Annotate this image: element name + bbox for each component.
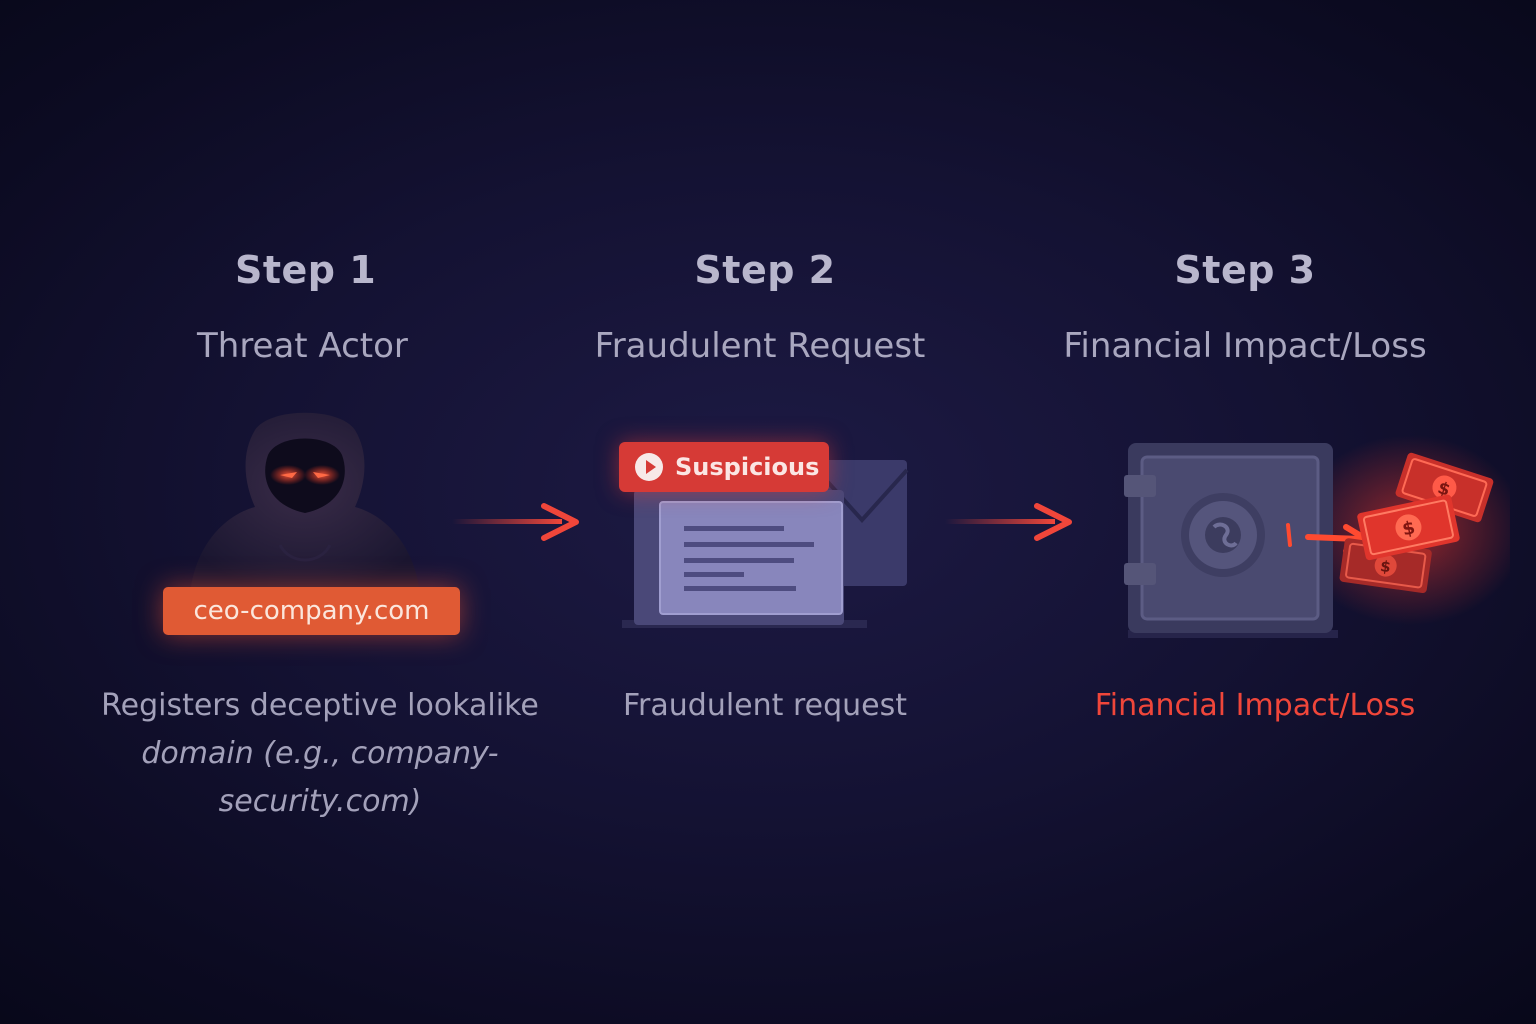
step-1-description-line1: Registers deceptive lookalike	[101, 688, 539, 723]
step-1-column: Step 1 Threat Actor Registers deceptive …	[40, 0, 560, 1024]
step-3-title: Financial Impact/Loss	[1063, 326, 1427, 366]
svg-text:$: $	[1400, 517, 1417, 540]
email-document-icon	[622, 460, 909, 628]
step-2-description: Fraudulent request	[622, 688, 907, 723]
lookalike-domain-badge: ceo-company.com	[163, 587, 460, 635]
arrow-right-icon	[945, 503, 1072, 541]
play-icon	[635, 453, 663, 481]
svg-text:$: $	[1379, 557, 1392, 576]
step-1-description-example: (e.g., company-security.com)	[218, 736, 499, 819]
step-1-description-line2: domain (e.g., company-security.com)	[40, 730, 600, 826]
step-2-column: Step 2 Fraudulent Request Fraudulent req…	[505, 0, 1025, 1024]
step-3-column: Step 3 Financial Impact/Loss Financial I…	[985, 0, 1505, 1024]
suspicious-badge: Suspicious	[619, 442, 829, 492]
step-2-number: Step 2	[694, 248, 836, 292]
step-3-description: Financial Impact/Loss	[1094, 688, 1416, 723]
step-3-number: Step 3	[1174, 248, 1316, 292]
step-1-description-domain: domain	[141, 736, 254, 771]
step-1-number: Step 1	[235, 248, 377, 292]
safe-money-icon: $ $ $	[1124, 435, 1510, 638]
suspicious-label: Suspicious	[675, 453, 820, 481]
step-1-title: Threat Actor	[197, 326, 408, 366]
step-2-title: Fraudulent Request	[594, 326, 926, 366]
hooded-hacker-icon	[190, 412, 420, 595]
step-1-description: Registers deceptive lookalike domain (e.…	[40, 682, 600, 826]
arrow-right-icon	[452, 503, 579, 541]
